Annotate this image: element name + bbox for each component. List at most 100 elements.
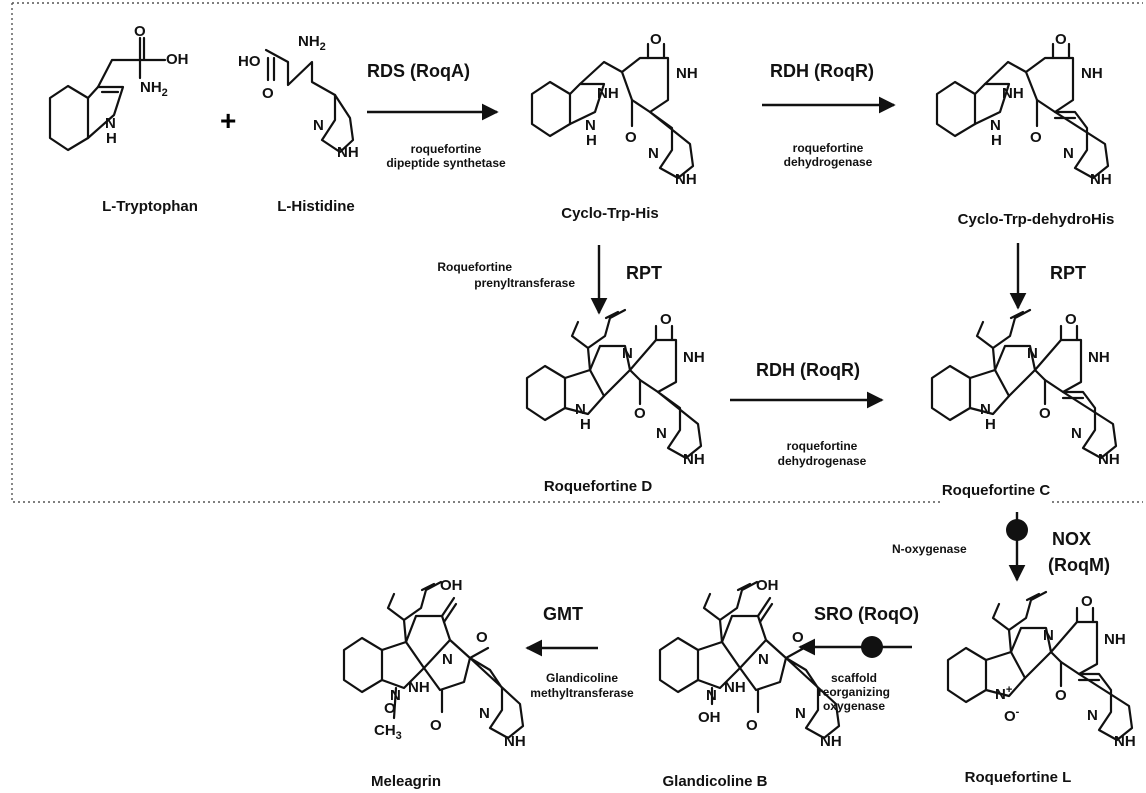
- atom-n-imid-mel: N: [479, 705, 490, 722]
- atom-oh-glandb: OH: [756, 577, 779, 594]
- label-glandicoline-b: Glandicoline B: [662, 773, 767, 790]
- structure-l-tryptophan: O OH NH2 N H: [48, 23, 189, 152]
- enzyme-gmt: GMT: [543, 604, 583, 624]
- atom-n-mel: N: [442, 651, 453, 668]
- desc-rpt-1b: prenyltransferase: [474, 276, 575, 290]
- structure-cyclo-trp-his: O NH NH O N H N NH: [530, 31, 698, 188]
- label-l-histidine: L-Histidine: [277, 198, 355, 215]
- atom-nh2: NH2: [140, 79, 168, 99]
- structure-roquefortine-c: O NH N O N H N NH: [930, 308, 1120, 468]
- desc-gmt-1: Glandicoline: [546, 671, 618, 685]
- desc-sro-1: scaffold: [831, 671, 877, 685]
- desc-gmt-2: methyltransferase: [530, 686, 634, 700]
- atom-n-imid-roqc: N: [1071, 425, 1082, 442]
- label-roquefortine-d: Roquefortine D: [544, 478, 652, 495]
- enzyme-nox: NOX: [1052, 529, 1091, 549]
- atom-o-cyclo2: O: [625, 129, 637, 146]
- atom-n-imid-cyclo: N: [648, 145, 659, 162]
- enzyme-sro: SRO (RoqO): [814, 604, 919, 624]
- structure-roquefortine-l: O NH N O N+ O- N NH: [946, 590, 1136, 750]
- atom-ch3-mel: CH3: [374, 722, 402, 742]
- enzyme-rdh-1: RDH (RoqR): [770, 61, 874, 81]
- structure-glandicoline-b: OH O N N NH OH O N NH: [658, 577, 842, 750]
- structure-l-histidine: HO O NH2 N NH: [238, 33, 359, 161]
- atom-nh-roqd: NH: [683, 349, 705, 366]
- enzyme-rds: RDS (RoqA): [367, 61, 470, 81]
- atom-n-imid-glandb: N: [795, 705, 806, 722]
- atom-o-roql: O: [1081, 593, 1093, 610]
- atom-oh-glandb2: OH: [698, 709, 721, 726]
- label-cyclo-trp-his: Cyclo-Trp-His: [561, 205, 659, 222]
- atom-n-dh: N: [990, 117, 1001, 134]
- atom-h-cyclo: H: [586, 132, 597, 149]
- atom-o: O: [134, 23, 146, 40]
- label-roquefortine-l: Roquefortine L: [965, 769, 1072, 786]
- atom-nh-mel: NH: [408, 679, 430, 696]
- structure-cyclo-trp-dehydrohis: O NH NH O N H N NH: [935, 31, 1112, 188]
- atom-n-indole: N: [105, 115, 116, 132]
- atom-o-his: O: [262, 85, 274, 102]
- label-cyclo-trp-dehydrohis: Cyclo-Trp-dehydroHis: [958, 211, 1115, 228]
- atom-nh-roql: NH: [1104, 631, 1126, 648]
- atom-nh-imid-roqd: NH: [683, 451, 705, 468]
- atom-nh-dh2: NH: [1002, 85, 1024, 102]
- desc-nox: N-oxygenase: [892, 542, 967, 556]
- atom-nh-roqc: NH: [1088, 349, 1110, 366]
- atom-o-dh: O: [1055, 31, 1067, 48]
- atom-ho: HO: [238, 53, 261, 70]
- atom-o-roql2: O: [1055, 687, 1067, 704]
- atom-o-methoxy-mel: O: [384, 700, 396, 717]
- atom-o-dh2: O: [1030, 129, 1042, 146]
- atom-o-glandb2: O: [746, 717, 758, 734]
- atom-o-cyclo: O: [650, 31, 662, 48]
- desc-rpt-1a: Roquefortine: [437, 260, 512, 274]
- desc-sro-3: oxygenase: [823, 699, 885, 713]
- atom-h-roqd: H: [580, 416, 591, 433]
- plus-sign: +: [220, 105, 236, 136]
- atom-n-indoline-roqc: N: [980, 401, 991, 418]
- atom-nh-imid-cyclo: NH: [675, 171, 697, 188]
- atom-n-cyclo: N: [585, 117, 596, 134]
- atom-oh: OH: [166, 51, 189, 68]
- atom-o-mel2: O: [430, 717, 442, 734]
- label-l-tryptophan: L-Tryptophan: [102, 198, 198, 215]
- atom-nh-imid-mel: NH: [504, 733, 526, 750]
- enzyme-nox-sub: (RoqM): [1048, 555, 1110, 575]
- atom-ominus-roql: O-: [1004, 706, 1020, 725]
- structure-roquefortine-d: O NH N O N H N NH: [525, 308, 705, 468]
- label-roquefortine-c: Roquefortine C: [942, 482, 1050, 499]
- desc-rdh-1a: roquefortine: [793, 141, 864, 155]
- atom-n-glandb2: N: [706, 687, 717, 704]
- desc-rdh-2a: roquefortine: [787, 439, 858, 453]
- atom-o-roqd: O: [660, 311, 672, 328]
- dotted-frame: [11, 2, 1143, 503]
- atom-nh-cyclo2: NH: [597, 85, 619, 102]
- atom-o-glandb: O: [792, 629, 804, 646]
- atom-nplus-roql: N+: [995, 684, 1012, 703]
- atom-nh-his: NH: [337, 144, 359, 161]
- nox-marker: [1006, 519, 1028, 541]
- atom-h-indole: H: [106, 130, 117, 147]
- atom-h-roqc: H: [985, 416, 996, 433]
- atom-o-mel: O: [476, 629, 488, 646]
- atom-n-roql: N: [1043, 627, 1054, 644]
- desc-rds-2: dipeptide synthetase: [386, 156, 506, 170]
- desc-sro-2: reorganizing: [818, 685, 890, 699]
- atom-nh-imid-roql: NH: [1114, 733, 1136, 750]
- enzyme-rpt-2: RPT: [1050, 263, 1086, 283]
- atom-nh2-his: NH2: [298, 33, 326, 53]
- atom-n-imid-roql: N: [1087, 707, 1098, 724]
- atom-n-his: N: [313, 117, 324, 134]
- atom-nh-imid-roqc: NH: [1098, 451, 1120, 468]
- sro-marker: [861, 636, 883, 658]
- atom-oh-mel: OH: [440, 577, 463, 594]
- desc-rdh-1b: dehydrogenase: [784, 155, 873, 169]
- atom-o-roqd2: O: [634, 405, 646, 422]
- atom-o-roqc: O: [1065, 311, 1077, 328]
- atom-nh-imid-dh: NH: [1090, 171, 1112, 188]
- atom-n-mel2: N: [390, 687, 401, 704]
- atom-n-indoline-roqd: N: [575, 401, 586, 418]
- enzyme-rdh-2: RDH (RoqR): [756, 360, 860, 380]
- atom-n-imid-dh: N: [1063, 145, 1074, 162]
